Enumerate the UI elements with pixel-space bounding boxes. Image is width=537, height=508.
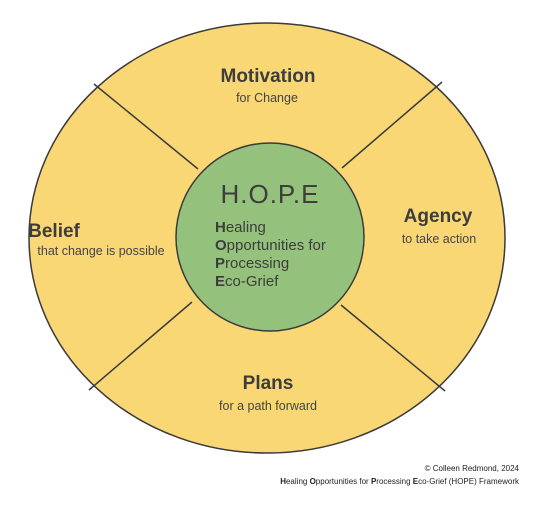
agency-subtitle: to take action [402,232,476,246]
framework-rest-healing: ealing [285,477,310,486]
divider-bottom-left [88,301,193,391]
hope-rest-healing: ealing [226,219,266,236]
hope-initial-e: E [215,273,225,290]
plans-heading: Plans [243,373,294,394]
belief-heading: Belief [28,221,80,242]
framework-initial-h: H [280,477,286,486]
framework-rest-eco-grief: co-Grief (HOPE) Framework [418,477,519,486]
framework-credit: Healing Opportunities for Processing Eco… [280,477,519,486]
hope-rest-processing: rocessing [225,255,289,272]
center-circle [175,142,365,332]
hope-rest-eco-grief: co-Grief [225,273,279,290]
hope-line-processing: Processing [215,255,289,272]
hope-initial-o: O [215,237,227,254]
motivation-heading: Motivation [221,66,316,87]
framework-initial-e: E [412,477,419,486]
motivation-subtitle: for Change [236,91,298,105]
hope-initial-p: P [215,255,225,272]
framework-initial-o: O [309,477,316,486]
framework-rest-processing: rocessing [376,477,413,486]
hope-initial-h: H [215,219,226,236]
hope-line-healing: Healing [215,219,266,236]
framework-initial-p: P [370,477,377,486]
belief-subtitle: that change is possible [37,244,164,258]
copyright-line: © Colleen Redmond, 2024 [424,464,519,473]
divider-top-right [341,81,443,169]
hope-line-eco-grief: Eco-Grief [215,273,279,290]
hope-diagram: Motivation for Change Agency to take act… [28,22,506,454]
framework-rest-opportunities: pportunities for [315,477,371,486]
hope-rest-opportunities: pportunities for [227,237,326,254]
agency-heading: Agency [404,206,473,227]
divider-bottom-right [340,304,446,392]
hope-title: H.O.P.E [220,179,319,209]
divider-top-left [93,83,199,170]
plans-subtitle: for a path forward [219,399,317,413]
hope-line-opportunities: Opportunities for [215,237,326,254]
